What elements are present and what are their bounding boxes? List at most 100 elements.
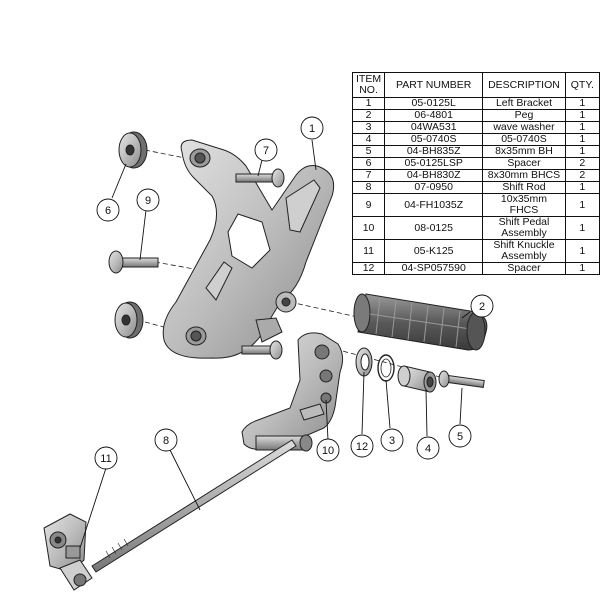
header-item-no: ITEM NO. [351, 72, 386, 98]
left-bracket-part [162, 139, 335, 359]
shift-rod-part [91, 439, 297, 573]
part-number: 04-SP057590 [384, 262, 484, 275]
svg-text:8: 8 [163, 435, 169, 447]
header-part-number: PART NUMBER [384, 72, 484, 98]
wave-washer-part [377, 354, 395, 382]
description: Shift Pedal Assembly [482, 216, 566, 240]
spacer-upper-part [118, 131, 148, 169]
description: Spacer [482, 157, 566, 170]
svg-text:3: 3 [389, 435, 395, 447]
qty: 2 [564, 169, 600, 182]
svg-text:6: 6 [105, 205, 111, 217]
callout-6: 6 [96, 198, 120, 222]
qty: 2 [564, 157, 600, 170]
callout-3: 3 [380, 428, 404, 452]
callout-2: 2 [470, 294, 494, 318]
item-no: 6 [351, 157, 386, 170]
qty: 1 [564, 239, 600, 263]
part-number: 04-BH830Z [384, 169, 484, 182]
description: 05-0740S [482, 133, 566, 146]
qty: 1 [564, 97, 600, 110]
part-number: 04-BH835Z [384, 145, 484, 158]
svg-text:7: 7 [263, 145, 269, 157]
part-number: 05-0740S [384, 133, 484, 146]
description: 8x30mm BHCS [482, 169, 566, 182]
description: Shift Rod [482, 181, 566, 194]
item-no: 8 [351, 181, 386, 194]
qty: 1 [564, 121, 600, 134]
callout-4: 4 [416, 436, 440, 460]
item-no: 10 [351, 216, 386, 240]
qty: 1 [564, 181, 600, 194]
part-number: 05-0125LSP [384, 157, 484, 170]
header-description: DESCRIPTION [482, 72, 566, 98]
callout-5: 5 [448, 424, 472, 448]
svg-text:12: 12 [356, 441, 368, 453]
part-number: 05-0125L [384, 97, 484, 110]
spacer-lower-part [114, 301, 144, 339]
callout-balloons: 1 2 3 4 5 6 7 8 9 10 11 12 [94, 116, 494, 470]
item-no: 4 [351, 133, 386, 146]
callout-12: 12 [350, 434, 374, 458]
qty: 1 [564, 145, 600, 158]
item-no: 11 [351, 239, 386, 263]
part-number: 04WA531 [384, 121, 484, 134]
item-no: 9 [351, 193, 386, 217]
item-no: 5 [351, 145, 386, 158]
callout-10: 10 [316, 438, 340, 462]
description: Shift Knuckle Assembly [482, 239, 566, 263]
description: Peg [482, 109, 566, 122]
svg-text:9: 9 [145, 195, 151, 207]
qty: 1 [564, 193, 600, 217]
bushing-part [397, 365, 437, 393]
bolt-upper-part [235, 168, 285, 188]
qty: 1 [564, 216, 600, 240]
ring-spacer-part [355, 347, 373, 377]
callout-1: 1 [300, 116, 324, 140]
callout-7: 7 [254, 138, 278, 162]
item-no: 1 [351, 97, 386, 110]
description: wave washer [482, 121, 566, 134]
part-number: 08-0125 [384, 216, 484, 240]
description: 8x35mm BH [482, 145, 566, 158]
part-number: 04-FH1035Z [384, 193, 484, 217]
bom-header-row: ITEM NO. PART NUMBER DESCRIPTION QTY. [351, 72, 600, 98]
svg-text:5: 5 [457, 431, 463, 443]
qty: 1 [564, 109, 600, 122]
svg-text:4: 4 [425, 443, 431, 455]
svg-text:2: 2 [479, 301, 485, 313]
item-no: 12 [351, 262, 386, 275]
svg-text:10: 10 [322, 445, 334, 457]
part-number: 06-4801 [384, 109, 484, 122]
part-number: 07-0950 [384, 181, 484, 194]
description: Spacer [482, 262, 566, 275]
peg-part [353, 293, 488, 351]
leader-lines [79, 139, 471, 549]
part-number: 05-K125 [384, 239, 484, 263]
fhcs-screw-part [108, 250, 159, 274]
shift-knuckle-part [43, 513, 93, 591]
callout-9: 9 [136, 188, 160, 212]
bh-bolt-part [438, 370, 485, 389]
callout-11: 11 [94, 446, 118, 470]
svg-text:11: 11 [100, 453, 111, 465]
qty: 1 [564, 133, 600, 146]
description: 10x35mm FHCS [482, 193, 566, 217]
description: Left Bracket [482, 97, 566, 110]
item-no: 2 [351, 109, 386, 122]
item-no: 3 [351, 121, 386, 134]
qty: 1 [564, 262, 600, 275]
item-no: 7 [351, 169, 386, 182]
